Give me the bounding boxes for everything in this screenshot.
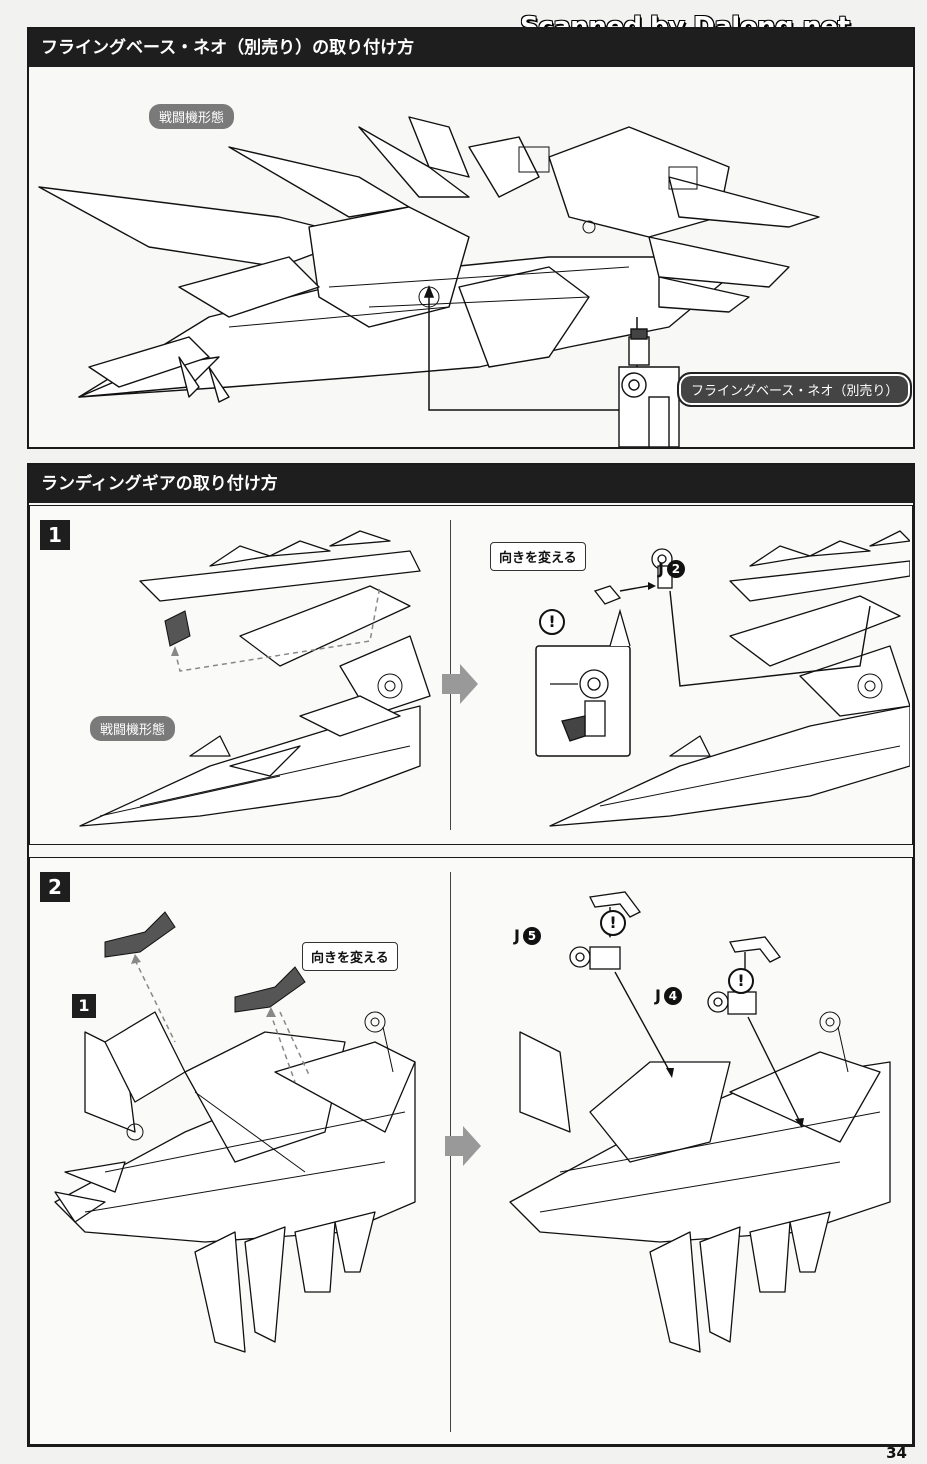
step2-part-j4-label: J 4: [655, 986, 682, 1005]
step2-panel: 2: [29, 857, 913, 1445]
step2-part-j5-label: J 5: [514, 926, 541, 945]
step2-part-a-letter: J: [514, 926, 520, 945]
step2-before-illustration: [54, 911, 416, 1353]
step2-part-a-number: 5: [522, 926, 541, 945]
page-number: 34: [886, 1444, 907, 1462]
step2-after-illustration: [509, 891, 891, 1353]
step2-part-b-letter: J: [655, 986, 661, 1005]
section-flying-base: フライングベース・ネオ（別売り）の取り付け方: [27, 27, 915, 449]
step1-rotate-callout: 向きを変える: [490, 542, 586, 571]
step1-next-arrow-icon: [442, 664, 478, 704]
step1-fighter-mode-label: 戦闘機形態: [90, 716, 176, 741]
step2-next-arrow-icon: [445, 1126, 481, 1166]
step1-before-illustration: [79, 530, 431, 827]
fighter-mode-illustration: [38, 116, 820, 447]
section-flying-base-title: フライングベース・ネオ（別売り）の取り付け方: [29, 29, 913, 67]
step1-part-letter: J: [658, 559, 664, 578]
step1-part-number: 2: [666, 559, 685, 578]
step1-number: 1: [40, 520, 70, 550]
step2-warning-icon-b: !: [728, 968, 754, 994]
section-landing-gear: ランディングギアの取り付け方 1: [27, 463, 915, 1447]
step2-warning-icon-a: !: [600, 910, 626, 936]
step1-panel: 1: [29, 505, 913, 845]
step2-sub-step-number: 1: [72, 994, 96, 1018]
flying-base-stand-label: フライングベース・ネオ（別売り）: [677, 372, 913, 407]
step2-number: 2: [40, 872, 70, 902]
step2-rotate-callout: 向きを変える: [302, 942, 398, 971]
step2-part-b-number: 4: [663, 986, 682, 1005]
step1-after-illustration: [535, 530, 910, 827]
section-landing-gear-title: ランディングギアの取り付け方: [29, 465, 913, 503]
fighter-mode-label: 戦闘機形態: [149, 104, 235, 129]
step1-part-j2-label: J 2: [658, 559, 685, 578]
step1-warning-icon: !: [539, 609, 565, 635]
